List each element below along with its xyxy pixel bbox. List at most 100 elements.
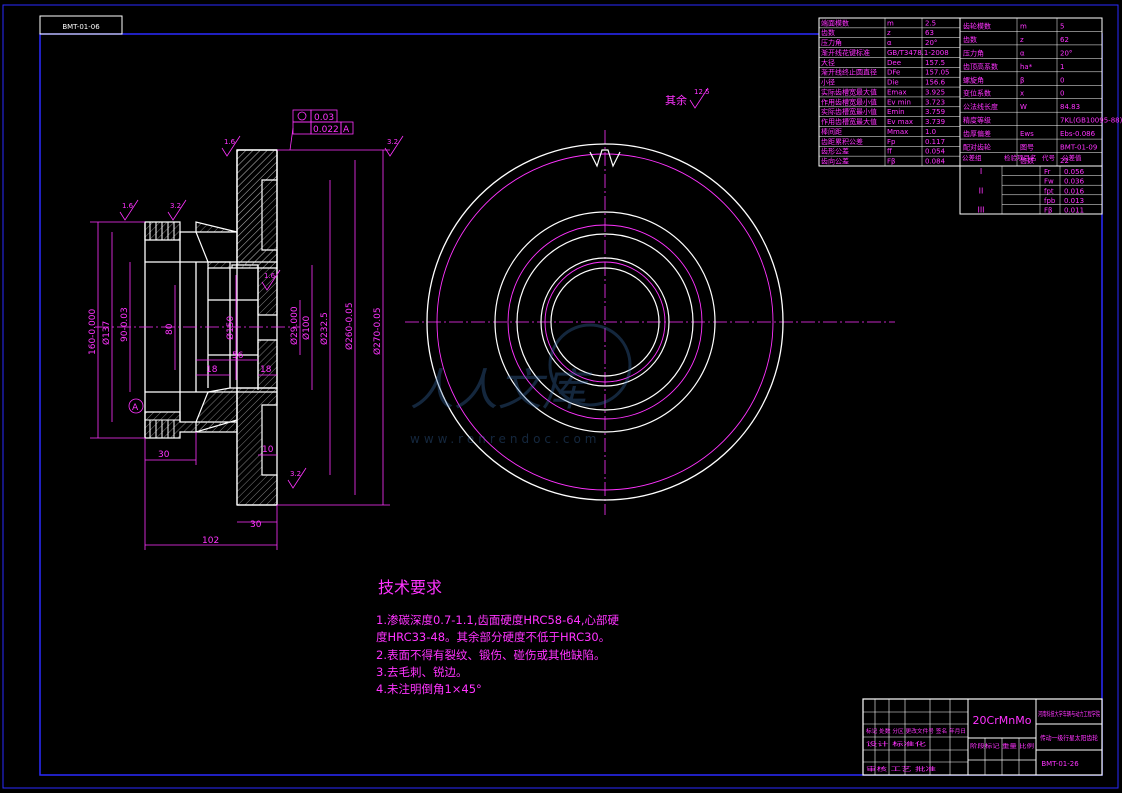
dim-160: 160-0.000 [88,309,98,355]
param-left-cell: α [887,39,892,47]
param-left-cell: 0.084 [925,158,946,166]
dim-80: 80 [165,323,175,335]
root-circle [436,153,774,491]
param-right-cell: 配对齿轮 [963,143,991,152]
tol-value: 0.013 [1064,197,1084,205]
watermark-url: www.renrendoc.com [410,432,600,446]
param-right-cell: 图号 [1020,144,1034,152]
section-outline [144,149,278,506]
dim-30a: 30 [158,450,170,460]
param-left-cell: Emin [887,108,905,116]
roughness-rest: 12.5 [694,88,710,96]
roughness-values: 1.6 3.2 1.6 3.2 1.6 3.2 12.5 [122,88,710,478]
section-dimensions [90,149,390,550]
param-right-cell: 齿厚偏差 [963,129,991,138]
sheet-outer-border [2,4,1119,789]
bore-circle [550,267,660,377]
param-right-cell: 62 [1060,36,1069,44]
tol-code: fpb [1044,197,1056,205]
param-right-cell: m [1020,22,1027,30]
tol-value: 0.011 [1064,207,1084,215]
param-right-cell: 0 [1060,90,1064,98]
section-view [95,149,300,506]
mid-circle-2 [507,224,703,420]
sheet-inner-border [39,33,1103,776]
param-right-cell: 1 [1060,63,1064,71]
param-left-cell: 3.925 [925,88,945,96]
title-small-2: 设计 标准化 [866,740,927,748]
corner-drawing-number: BMT-01-06 [62,23,100,31]
param-right-cell: 20° [1060,49,1072,57]
param-right-cell: 精度等级 [963,116,991,125]
title-drawing-number: BMT-01-26 [1041,760,1079,768]
tech-line-5: 4.未注明倒角1×45° [376,682,482,696]
param-left-cell: Fp [887,138,896,146]
part-name: 传动一级行星太阳齿轮 [1040,733,1098,742]
param-left-cell: z [887,29,891,37]
param-right-cell: ha* [1020,63,1033,71]
param-right-cell: Ebs-0.086 [1060,130,1096,138]
roughness-f: 3.2 [290,470,301,478]
datum-a-circle [128,398,144,414]
roughness-a: 1.6 [122,202,134,210]
dim-232: Ø232.5 [319,312,330,345]
tech-line-1: 1.渗碳深度0.7-1.1,齿面硬度HRC58-64,心部硬 [376,613,620,627]
param-left-cell: Ev max [887,118,913,126]
param-right-cell: 齿数 [1020,156,1034,165]
tol-code: Fr [1044,168,1051,176]
param-right-cell: β [1020,76,1024,84]
tol-datum: A [343,125,350,135]
roughness-e: 1.6 [264,272,276,280]
dim-100: Ø100 [301,315,312,340]
dim-10: 10 [262,445,274,455]
tol-value: 0.016 [1064,187,1085,195]
tooth-notch [589,149,621,168]
param-left-cell: 齿数 [821,28,835,37]
param-left-cell: 作用齿槽宽最大值 [821,117,877,126]
param-left-cell: Die [887,79,899,87]
dim-30b: 30 [250,520,262,530]
dim-150: Ø150 [225,315,236,340]
school-name: 河南科技大学车辆与动力工程学院 [1038,709,1100,718]
front-view [405,130,895,515]
roughness-c: 1.6 [224,138,236,146]
param-left-cell: ff [887,148,892,156]
param-left-cell: Ev min [887,98,911,106]
param-right-cell: BMT-01-09 [1060,144,1097,152]
tech-line-3: 2.表面不得有裂纹、锻伤、碰伤或其他缺陷。 [376,648,605,662]
param-left-cell: 小径 [821,78,835,87]
param-right-cell: 0 [1060,76,1064,84]
title-small-1: 标记 处数 分区 更改文件号 签名 年月日 [866,727,966,735]
tol-header-cell: 代号 [1042,153,1056,162]
param-left-cell: DFe [887,69,900,77]
tech-heading: 技术要求 [378,578,442,597]
param-left-cell: 实际齿槽宽最小值 [821,107,877,116]
tol-group-label: II [979,186,984,195]
param-right-cell: z [1020,36,1024,44]
param-left-cell: m [887,19,894,27]
param-left-cell: 实际齿槽宽最大值 [821,87,877,96]
param-right-cell: 齿轮模数 [963,21,991,30]
param-left-cell: 3.759 [925,108,945,116]
param-left-cell: 渐开线终止圆直径 [821,68,877,77]
section-lower-body [144,339,278,439]
roughness-symbols [119,87,709,489]
title-small-4: 阶段标记 重量 比例 [970,742,1035,750]
spline-teeth [145,221,180,439]
param-right-cell: 齿数 [963,35,977,44]
mid-circle-3 [516,233,694,411]
dim-137: Ø137 [101,321,112,345]
tol-code: Fw [1044,178,1054,186]
param-right-cell: α [1020,49,1025,57]
watermark: 人人文库 www.renrendoc.com [410,323,632,446]
param-left-cell: Dee [887,59,901,67]
outer-circle [426,143,784,501]
tol-value: 0.056 [1064,168,1085,176]
param-right-cell: 22 [1060,157,1069,165]
dim-90: 90-0.03 [120,307,130,342]
param-left-cell: 2.5 [925,19,936,27]
param-right-cell: W [1020,103,1027,111]
tol-header-cell: 公差组 [962,153,982,162]
